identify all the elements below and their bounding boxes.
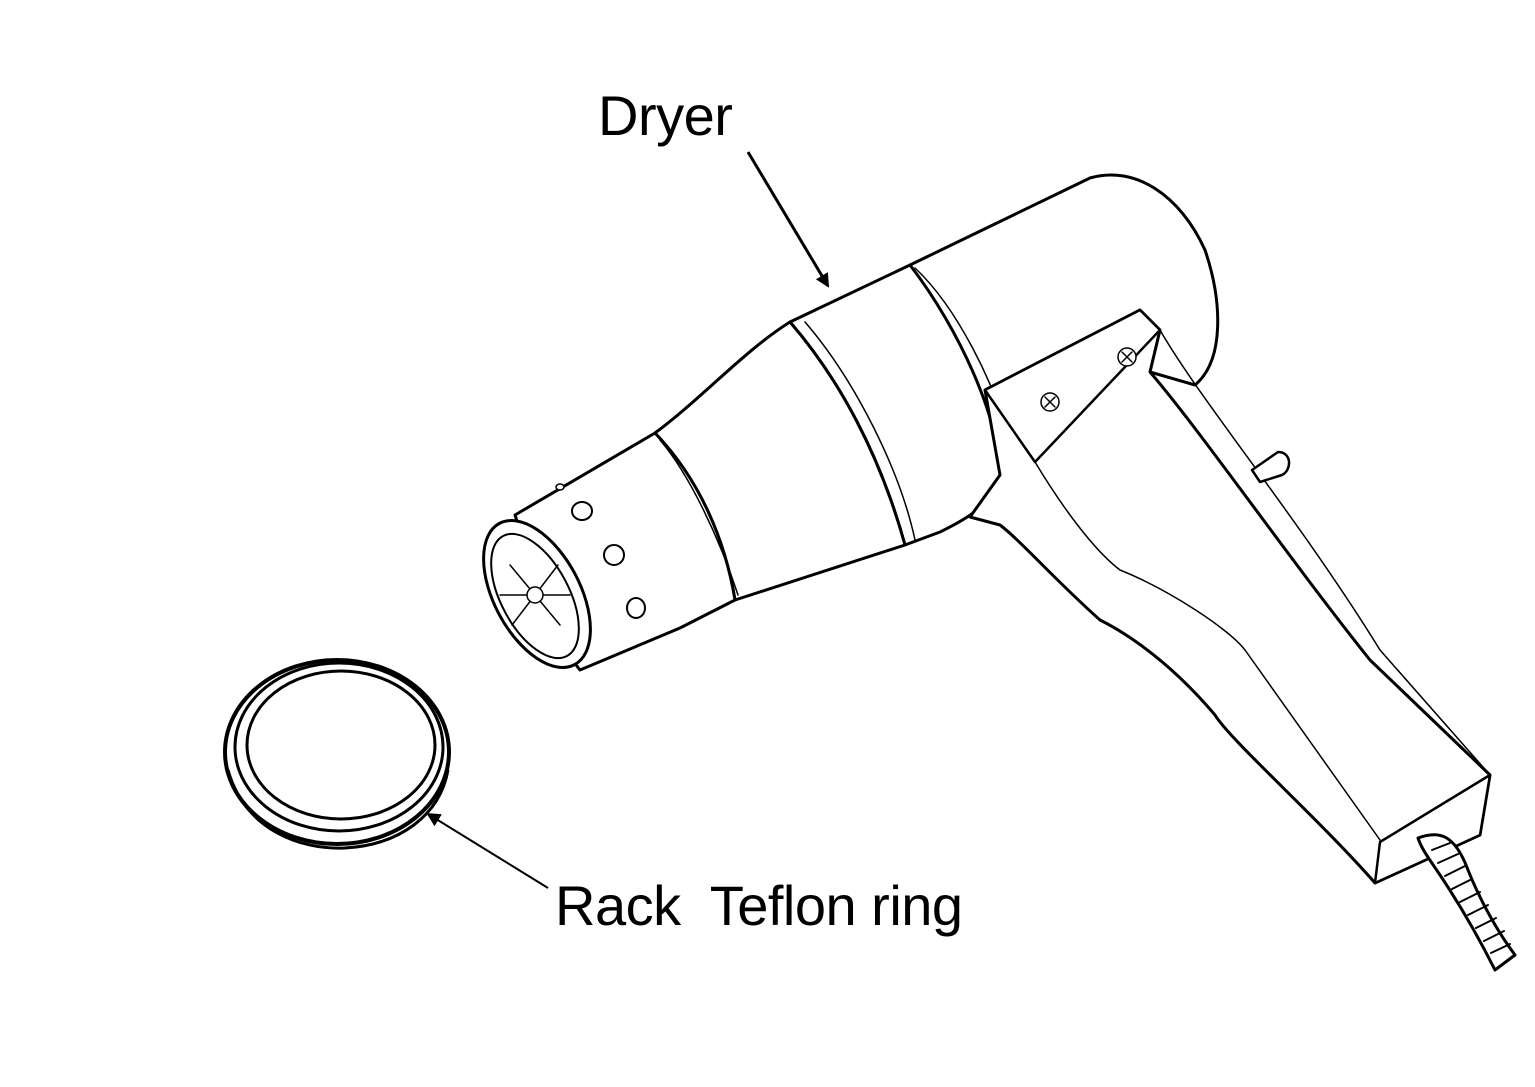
dryer-leader-arrow (746, 151, 830, 288)
dryer-vent-hole (603, 544, 625, 566)
dryer-vent-hole (555, 483, 565, 491)
dryer-drawing (482, 173, 1517, 972)
dryer-seam-3 (659, 439, 739, 596)
dryer-label: Dryer (598, 84, 733, 147)
screw-icon (1117, 347, 1137, 367)
ring-outer-lip (233, 661, 445, 833)
ring-leader-arrow (426, 812, 549, 889)
dryer-switch (1250, 450, 1291, 484)
ring-outer-edge (223, 658, 451, 846)
ring-inner-edge (245, 669, 437, 821)
ring-bottom-thickness (226, 769, 450, 850)
screw-icon (1040, 392, 1060, 412)
dryer-handle (968, 308, 1492, 885)
dryer-seam-1 (804, 321, 916, 541)
teflon-ring-drawing (223, 658, 451, 850)
cord-ribbing (1431, 842, 1511, 954)
dryer-handle-plate-edge (1034, 461, 1381, 841)
dryer-nozzle-grille (499, 564, 571, 626)
rack-teflon-ring-label: Rack Teflon ring (555, 874, 963, 937)
dryer-power-cord (1416, 833, 1517, 972)
dryer-vent-hole (571, 501, 593, 521)
dryer-vent-hole (626, 597, 646, 619)
